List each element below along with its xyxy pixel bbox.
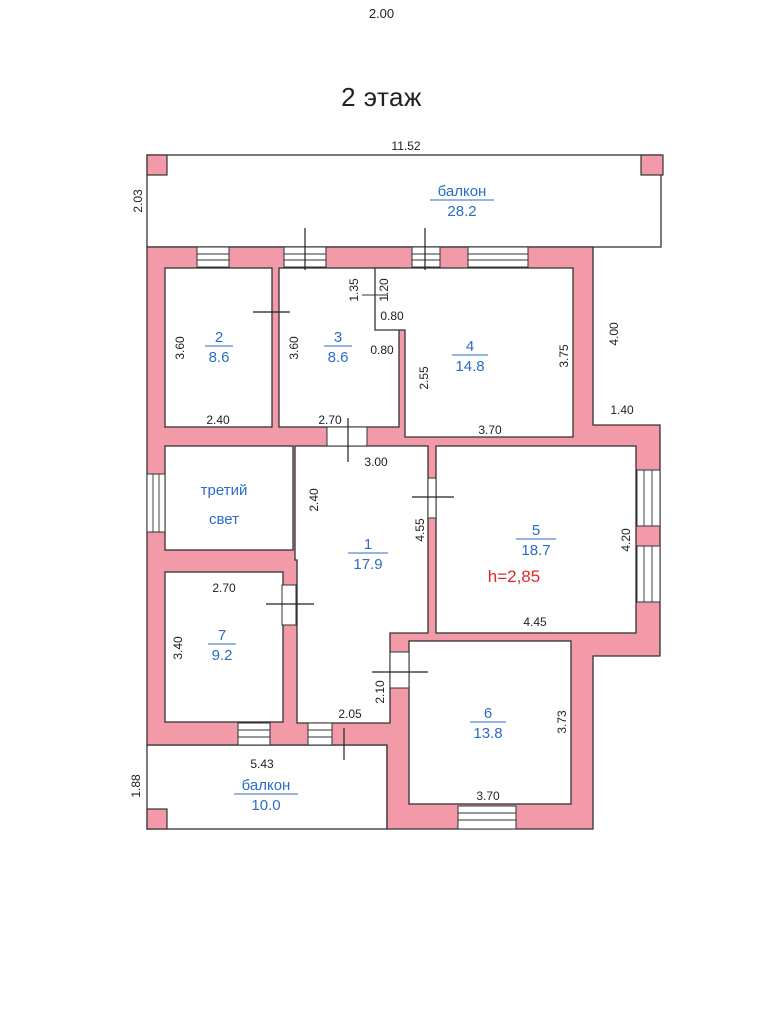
dim-r7-width: 2.70 [212,581,236,595]
room-number: 4 [466,338,474,355]
room-area: 8.6 [209,349,230,366]
room-number: 2 [215,329,223,346]
dim-r4-left: 2.55 [417,366,431,390]
window [307,722,333,746]
room-area: 8.6 [328,349,349,366]
pillar [146,808,168,830]
dim-right-step: 1.40 [610,403,634,417]
dim-overall-width: 11.52 [391,139,420,153]
dim-corridor-height: 2.10 [373,680,387,704]
third-light-label-line2: свет [209,511,239,528]
balcony-label: балкон [438,183,487,200]
door [266,584,314,626]
dim-right-side: 4.00 [607,322,621,346]
room-number: 3 [334,329,342,346]
balcony-bottom [146,744,388,830]
dim-r4-right: 3.75 [557,344,571,368]
window [237,722,271,746]
dim-r1-left: 2.40 [307,488,321,512]
dim-r7-height: 3.40 [171,636,185,660]
dim-bottom-balcony-width: 5.43 [250,757,274,771]
dim-notch-b: 1.20 [377,278,391,302]
dim-bottom-balcony-depth: 1.88 [129,774,143,798]
door [326,418,368,462]
window [457,805,517,830]
room-number: 6 [484,705,492,722]
room-number: 1 [364,536,372,553]
dim-r2-height: 3.60 [173,336,187,360]
pillar [146,154,168,176]
dim-r6-width: 3.70 [476,789,500,803]
window [411,246,441,268]
room-number: 7 [218,627,226,644]
window [467,246,529,268]
dim-r1-right: 4.55 [413,518,427,542]
room-2 [164,267,273,428]
dim-r3-side: 0.80 [370,343,394,357]
window [636,469,661,527]
dim-r3-width: 2.70 [318,413,342,427]
window [636,545,661,603]
window [196,246,230,268]
door [412,477,454,519]
room-area: 13.8 [473,725,502,742]
door [372,651,428,689]
room-7 [164,571,284,723]
third-light-label-line1: третий [201,482,248,499]
room-area: 18.7 [521,542,550,559]
dim-r2-width: 2.40 [206,413,230,427]
balcony-area: 10.0 [251,797,280,814]
pillar [640,154,664,176]
dim-notch-a: 1.35 [347,278,361,302]
room-area: 17.9 [353,556,382,573]
top-scale-note: 2.00 [368,6,395,21]
dim-r6-right: 3.73 [555,710,569,734]
dim-r1-width: 3.00 [364,455,388,469]
balcony-label: балкон [242,777,291,794]
dim-notch-width: 0.80 [380,309,404,323]
room-area: 14.8 [455,358,484,375]
balcony-area: 28.2 [447,203,476,220]
room-area: 9.2 [212,647,233,664]
dim-corridor-width: 2.05 [338,707,362,721]
page-title: 2 этаж [341,82,422,112]
ceiling-height: h=2,85 [488,567,540,586]
balcony-top [146,154,662,248]
third-light [164,445,294,551]
dim-top-balcony-depth: 2.03 [131,189,145,213]
dim-r5-width: 4.45 [523,615,547,629]
room-number: 5 [532,522,540,539]
window [146,473,166,533]
dim-r3-height: 3.60 [287,336,301,360]
dim-r5-height: 4.20 [619,528,633,552]
dim-r4-width: 3.70 [478,423,502,437]
